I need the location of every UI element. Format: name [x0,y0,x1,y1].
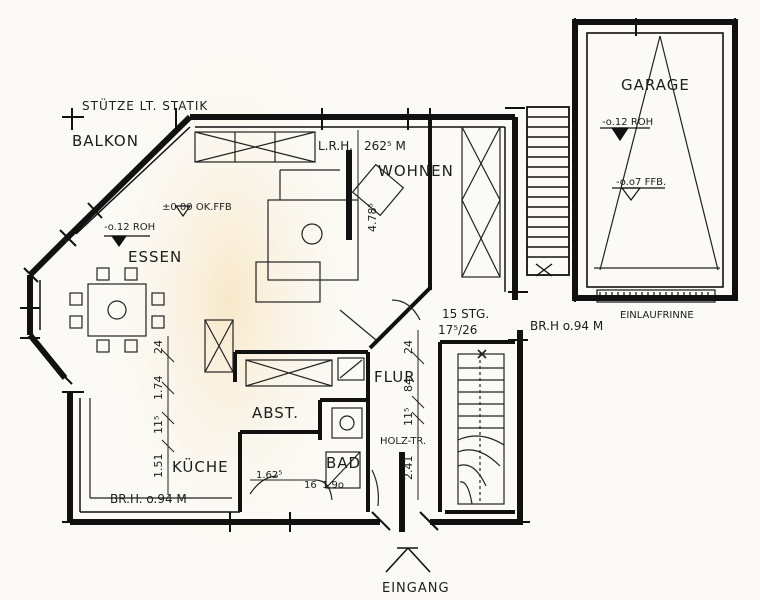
exterior-stair [526,106,570,277]
dim-115-left: 11⁵ [152,416,165,434]
label-lrh: L.R.H. [318,139,353,153]
label-lrh-value: 262⁵ M [364,139,406,153]
label-wohnen: WOHNEN [378,162,454,180]
dim-84: 84 [402,378,415,392]
label-flur: FLUR [374,368,416,386]
dim-174: 1.74 [152,376,165,401]
dim-24-mid: 24 [402,340,415,354]
label-ok-ffb: ±0.00 OK.FFB [162,202,232,213]
paper-glare [90,20,370,580]
dim-16: 16 [304,480,317,491]
dim-24-left: 24 [152,340,165,354]
flur-stair [457,349,505,505]
label-stuetze: STÜTZE LT. STATIK [82,97,208,113]
label-wohnen-depth: 4.78⁵ [366,203,379,232]
dim-115-mid: 11⁵ [402,408,415,426]
label-eingang: EINGANG [382,581,450,596]
label-garage-level-roh: -o.12 ROH [602,117,653,128]
kitchen-counter [89,398,232,499]
bath-fixtures [325,357,365,489]
wall-ticks [20,107,530,532]
dimension-lines [161,130,425,500]
balcony-railing [194,131,316,163]
label-bad: BAD [326,454,361,472]
interior-walls [233,120,515,514]
label-stairs-count: 15 STG. [442,307,489,321]
label-essen-level: -o.12 ROH [104,222,155,233]
label-essen: ESSEN [128,248,182,266]
column-markers [346,150,405,532]
door-swings [249,299,421,507]
wohnen-furniture [255,163,405,303]
einlaufrinne-drain [596,289,716,303]
level-marks [104,205,192,248]
dim-90: 1.9o [322,480,344,491]
label-balkon: BALKON [72,132,139,150]
garage-level-marks [600,127,665,201]
wohnen-glazing [461,126,501,278]
label-holz-tr: HOLZ-TR. [380,436,426,447]
label-brh-kueche: BR.H. o.94 M [110,492,187,506]
garage-door-swing [594,35,720,271]
label-kueche: KÜCHE [172,457,229,476]
label-stairs-ratio: 17⁵/26 [438,323,477,337]
dim-151: 1.51 [152,454,165,479]
label-garage: GARAGE [621,76,690,94]
essen-cabinet [204,319,333,387]
garage-walls [572,18,738,302]
dining-table [69,267,165,353]
label-einlaufrinne: EINLAUFRINNE [620,310,694,321]
dim-1625: 1.62⁵ [256,470,282,481]
label-garage-level-ffb: -o.o7 FFB. [616,177,666,188]
house-exterior-walls [27,114,523,525]
plan-labels: GARAGE -o.12 ROH -o.o7 FFB. EINLAUFRINNE… [72,76,694,596]
label-abst: ABST. [252,404,299,422]
entrance-arrow [385,547,431,573]
house-inner-lines [39,126,506,513]
label-brh-stairs: BR.H o.94 M [530,319,603,333]
dim-241: 2.41 [402,456,415,481]
